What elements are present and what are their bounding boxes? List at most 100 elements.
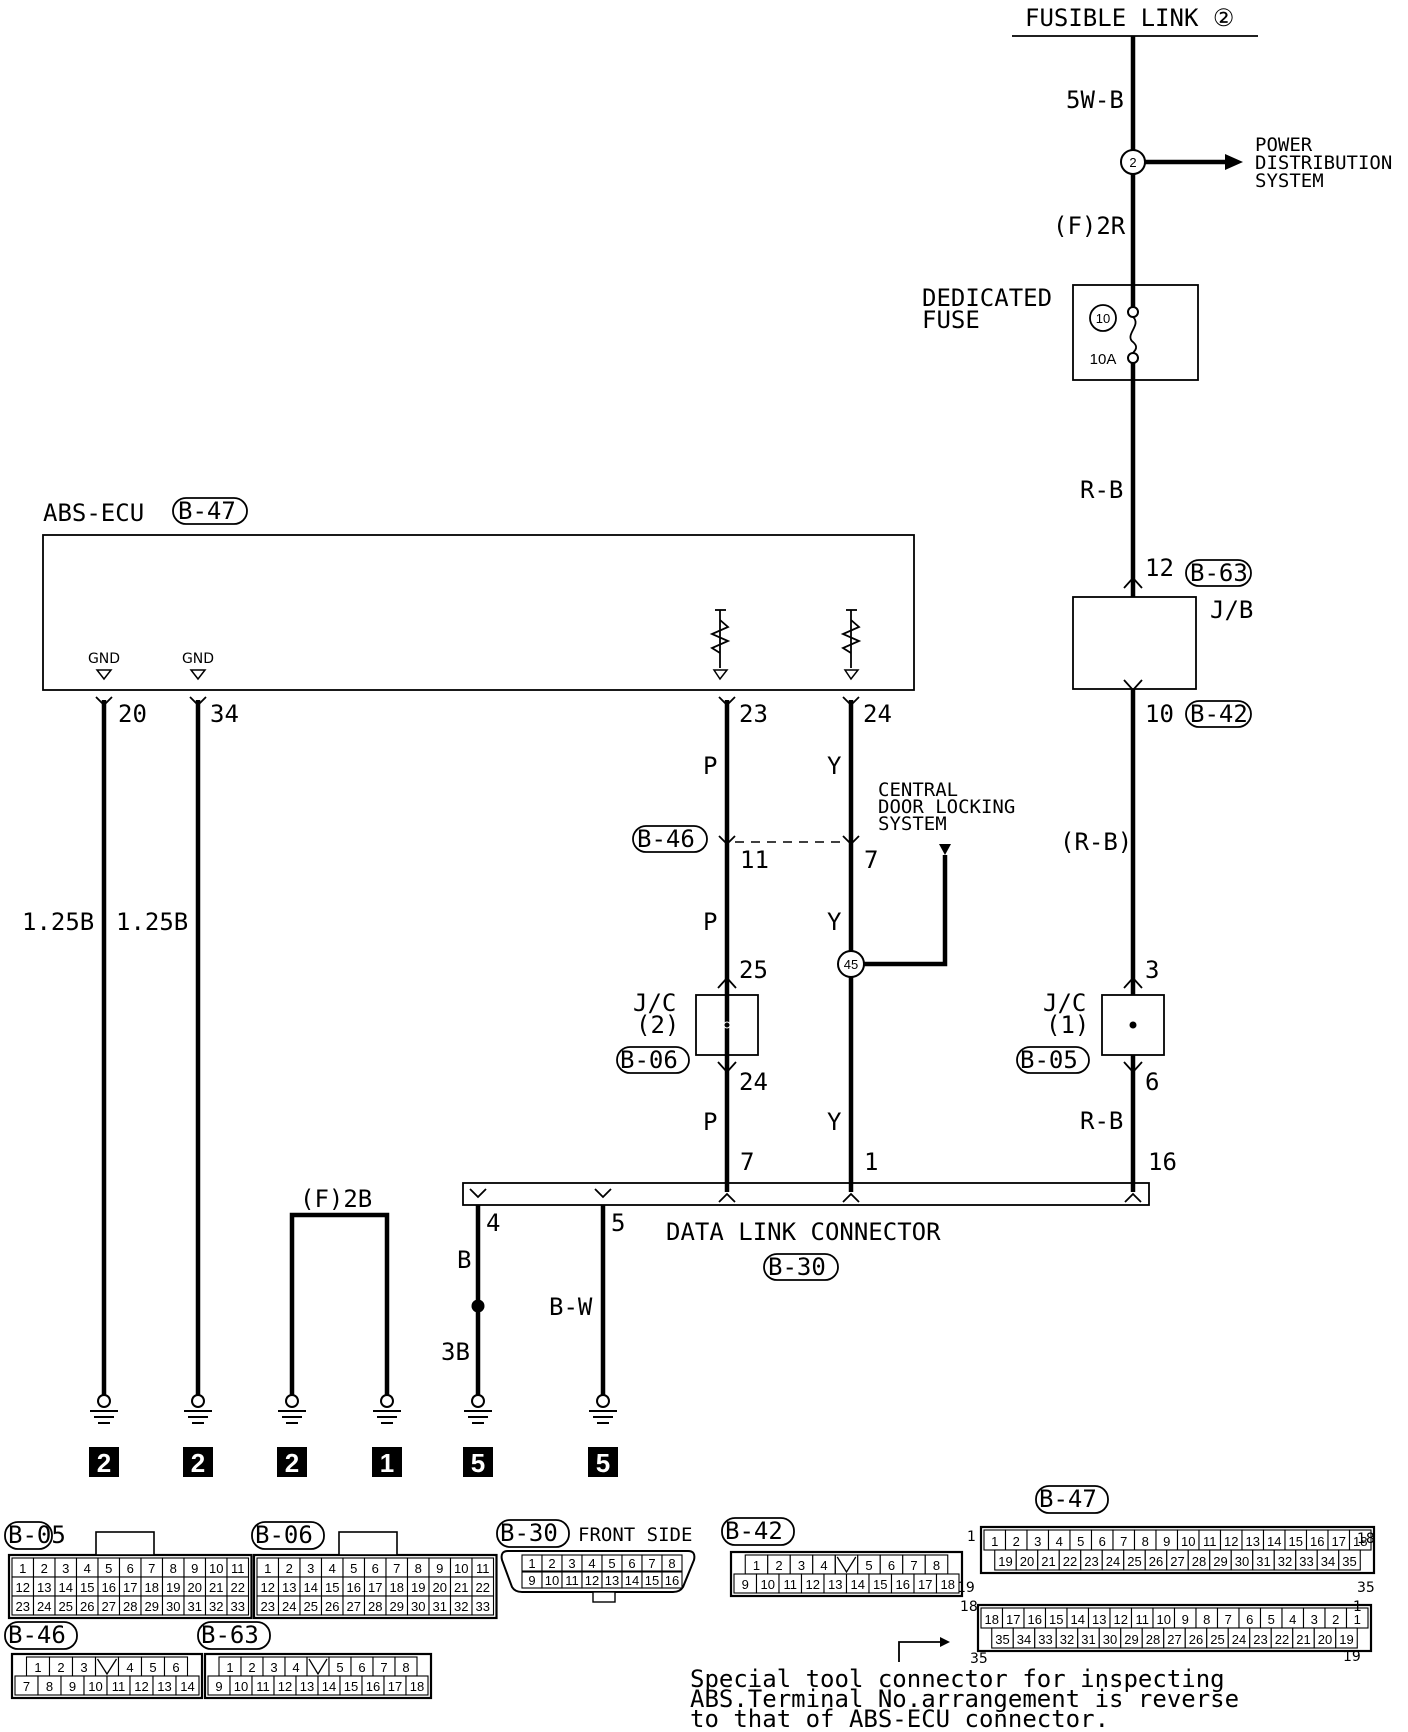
pin-cell — [226, 1595, 250, 1616]
pin-number: 8 — [46, 1679, 53, 1694]
pin-number: 21 — [454, 1580, 468, 1595]
power-distribution-line3: SYSTEM — [1255, 170, 1324, 192]
pull-resistor-icon — [840, 609, 862, 681]
pin-number: 2 — [41, 1561, 48, 1576]
pin-number: 9 — [742, 1577, 749, 1592]
pin-number: 28 — [1192, 1554, 1206, 1569]
pin-number: 24 — [282, 1599, 296, 1614]
pin-number: 14 — [180, 1679, 194, 1694]
b47b-corner-35: 35 — [970, 1651, 988, 1667]
pin-number: 8 — [933, 1558, 940, 1573]
pin-number: 6 — [888, 1558, 895, 1573]
connector-b06-label: B-06 — [620, 1046, 678, 1074]
pin-cell — [661, 1571, 683, 1589]
pin-number: 21 — [209, 1580, 223, 1595]
ground-point-number: 2 — [285, 1448, 299, 1478]
pin-number: 10 — [209, 1561, 223, 1576]
pin-number: 35 — [1342, 1554, 1356, 1569]
pin-number: 12 — [261, 1580, 275, 1595]
latch-tab — [95, 1531, 155, 1556]
pin-fork-icon — [189, 696, 207, 707]
connector-tag-b46 — [632, 825, 708, 853]
arrow-down-icon — [939, 844, 951, 855]
pin-b06-24: 24 — [739, 1068, 768, 1096]
pin-number: 23 — [1253, 1632, 1267, 1647]
jc1-label-1: J/C — [1043, 989, 1086, 1017]
latch-tab — [338, 1531, 398, 1556]
pin-number: 6 — [372, 1561, 379, 1576]
pin-number: 23 — [1084, 1554, 1098, 1569]
pin-number: 8 — [415, 1561, 422, 1576]
pin-number: 3 — [568, 1556, 575, 1571]
face-b63-label: B-63 — [201, 1621, 259, 1649]
jc1-label-2: (1) — [1046, 1011, 1089, 1039]
pin-number: 2 — [286, 1561, 293, 1576]
pin-number: 8 — [668, 1556, 675, 1571]
pin-number: 26 — [1149, 1554, 1163, 1569]
pin-number: 28 — [1146, 1632, 1160, 1647]
ground-point-number: 1 — [380, 1448, 394, 1478]
fuse-number-circle — [1089, 304, 1117, 332]
face-b42-label: B-42 — [725, 1517, 783, 1545]
pin-number: 5 — [149, 1660, 156, 1675]
pin-number: 11 — [784, 1577, 798, 1592]
pin-arrow-icon — [842, 835, 860, 846]
pin-number: 20 — [1318, 1632, 1332, 1647]
pin-number: 3 — [1311, 1612, 1318, 1627]
pin-b46-11: 11 — [740, 846, 769, 874]
pin-number: 1 — [34, 1660, 41, 1675]
pin-number: 4 — [126, 1660, 133, 1675]
pin-number: 4 — [1289, 1612, 1296, 1627]
pin-number: 9 — [436, 1561, 443, 1576]
pin-number: 1 — [753, 1558, 760, 1573]
pin-number: 14 — [1267, 1534, 1281, 1549]
fuse-rating: 10A — [1090, 351, 1117, 368]
junction-45: 45 — [844, 957, 858, 972]
pin-arrow-icon — [1124, 1192, 1142, 1203]
face-b30-label: B-30 — [500, 1519, 558, 1547]
pin-number: 6 — [127, 1561, 134, 1576]
pin-b63-12: 12 — [1145, 554, 1174, 582]
b47a-corner-18: 18 — [1357, 1531, 1375, 1547]
fuse-terminal — [1127, 306, 1139, 318]
wire-1-25b-left: 1.25B — [22, 908, 94, 936]
pin-fork-icon — [718, 696, 736, 707]
pin-number: 16 — [366, 1679, 380, 1694]
pin-number: 6 — [172, 1660, 179, 1675]
pin-number: 7 — [148, 1561, 155, 1576]
connector-tag-b30 — [763, 1253, 839, 1281]
pin-number: 28 — [368, 1599, 382, 1614]
pin-number: 28 — [123, 1599, 137, 1614]
pin-number: 33 — [231, 1599, 245, 1614]
pin-number: 3 — [307, 1561, 314, 1576]
arrow-right-icon — [1225, 154, 1243, 170]
pin-arrow-icon — [717, 1061, 737, 1074]
fuse-number: 10 — [1096, 311, 1110, 326]
wire-r-b-lower: R-B — [1080, 1107, 1123, 1135]
pin-number: 6 — [628, 1556, 635, 1571]
pin-number: 15 — [873, 1577, 887, 1592]
pin-number: 20 — [433, 1580, 447, 1595]
pin-number: 14 — [304, 1580, 318, 1595]
pin-ecu-20: 20 — [118, 700, 147, 728]
gnd-label-34: GND — [182, 651, 214, 667]
pin-number: 2 — [57, 1660, 64, 1675]
wire-3b: 3B — [441, 1338, 470, 1366]
pin-number: 6 — [1246, 1612, 1253, 1627]
pin-arrow-icon — [842, 1192, 860, 1203]
connector-tag-b06 — [616, 1046, 690, 1074]
wire-y-2: Y — [827, 908, 842, 936]
pin-number: 26 — [80, 1599, 94, 1614]
pin-number: 16 — [1310, 1534, 1324, 1549]
dedicated-fuse-box — [1072, 284, 1199, 381]
pin-number: 15 — [1049, 1612, 1063, 1627]
joint-dot — [1129, 1021, 1137, 1029]
pin-number: 18 — [941, 1577, 955, 1592]
ground-symbol-icon — [189, 669, 207, 681]
pin-number: 30 — [1103, 1632, 1117, 1647]
pin-number: 13 — [828, 1577, 842, 1592]
pin-number: 9 — [1182, 1612, 1189, 1627]
